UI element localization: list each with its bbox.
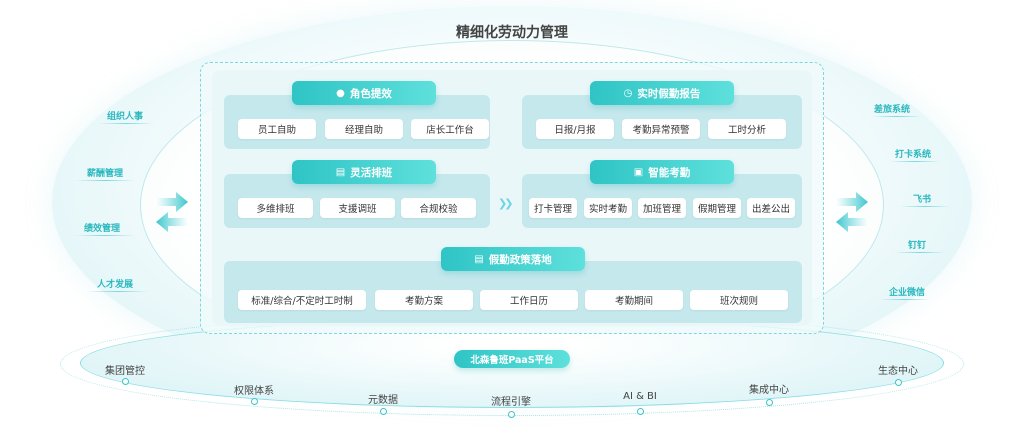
section-policy-title: 假勤政策落地 [488,253,552,266]
right-system-clock: 打卡系统 [894,150,931,160]
chip-hours-analysis[interactable]: 工时分析 [708,119,786,139]
chip-multi-dim-schedule[interactable]: 多维排班 [238,198,313,218]
chip-leave[interactable]: 假期管理 [693,198,741,218]
section-role-title: 角色提效 [349,87,392,100]
divider [890,161,940,162]
chip-working-hours-system[interactable]: 标准/综合/不定时工时制 [238,290,366,310]
divider [880,299,930,300]
swap-arrows-right-icon [836,192,868,232]
node-ai-bi: AI & BI [623,391,657,402]
left-system-performance: 绩效管理 [83,224,120,234]
swap-arrows-left-icon [156,192,188,232]
node-metadata: 元数据 [368,395,398,406]
chip-attendance-alert[interactable]: 考勤异常预警 [622,119,700,139]
chip-daily-monthly-report[interactable]: 日报/月报 [536,119,614,139]
section-report-title: 实时假勤报告 [637,87,701,100]
chip-overtime[interactable]: 加班管理 [638,198,686,218]
right-system-travel: 差旅系统 [873,105,910,115]
chip-attendance-plan[interactable]: 考勤方案 [375,290,473,310]
chip-store-manager-workbench[interactable]: 店长工作台 [411,119,489,139]
right-system-feishu: 飞书 [912,195,931,205]
chip-clock-in[interactable]: 打卡管理 [529,198,577,218]
clock-icon: ◷ [623,87,633,99]
node-dot [895,379,902,386]
divider [98,123,154,124]
node-workflow-engine: 流程引擎 [491,397,531,408]
page-title: 精细化劳动力管理 [456,25,568,41]
right-system-dingtalk: 钉钉 [907,241,926,251]
left-system-payroll: 薪酬管理 [86,169,123,179]
section-schedule-header: ▤ 灵活排班 [292,160,436,184]
right-system-wecom: 企业微信 [888,288,925,298]
node-dot [766,399,773,406]
chip-realtime-attendance[interactable]: 实时考勤 [584,198,632,218]
calendar-check-icon: ▣ [633,166,644,178]
chip-support-shift[interactable]: 支援调班 [320,198,395,218]
divider [75,235,135,236]
chip-attendance-period[interactable]: 考勤期间 [585,290,683,310]
section-policy-header: ▤ 假勤政策落地 [441,247,585,271]
chip-manager-self-service[interactable]: 经理自助 [325,119,403,139]
section-attendance-header: ▣ 智能考勤 [590,160,734,184]
divider [872,116,922,117]
node-dot [380,408,387,415]
chip-work-calendar[interactable]: 工作日历 [480,290,578,310]
left-system-talent: 人才发展 [96,280,133,290]
node-integration-center: 集成中心 [749,385,789,396]
double-chevron-right-icon: ❯❯ [498,197,514,210]
node-ecosystem-center: 生态中心 [878,366,918,377]
chip-compliance-check[interactable]: 合规校验 [401,198,476,218]
divider [75,180,135,181]
left-system-org: 组织人事 [106,112,143,122]
node-permissions: 权限体系 [234,386,274,397]
chip-employee-self-service[interactable]: 员工自助 [238,119,316,139]
node-dot [251,398,258,405]
section-schedule-title: 灵活排班 [350,166,393,179]
section-report-header: ◷ 实时假勤报告 [590,81,734,105]
divider [895,252,945,253]
node-dot [637,408,644,415]
document-icon: ▤ [474,253,484,265]
paas-platform-badge: 北森鲁班PaaS平台 [454,350,570,368]
divider [900,206,950,207]
section-attendance-title: 智能考勤 [648,166,691,179]
node-dot [508,411,515,418]
section-role-header: ● 角色提效 [292,81,436,105]
table-icon: ▤ [335,166,346,178]
chip-business-trip[interactable]: 出差公出 [747,198,795,218]
node-dot [122,378,129,385]
user-icon: ● [336,87,345,99]
divider [88,291,148,292]
node-group-control: 集团管控 [105,366,145,377]
chip-shift-rules[interactable]: 班次规则 [690,290,788,310]
